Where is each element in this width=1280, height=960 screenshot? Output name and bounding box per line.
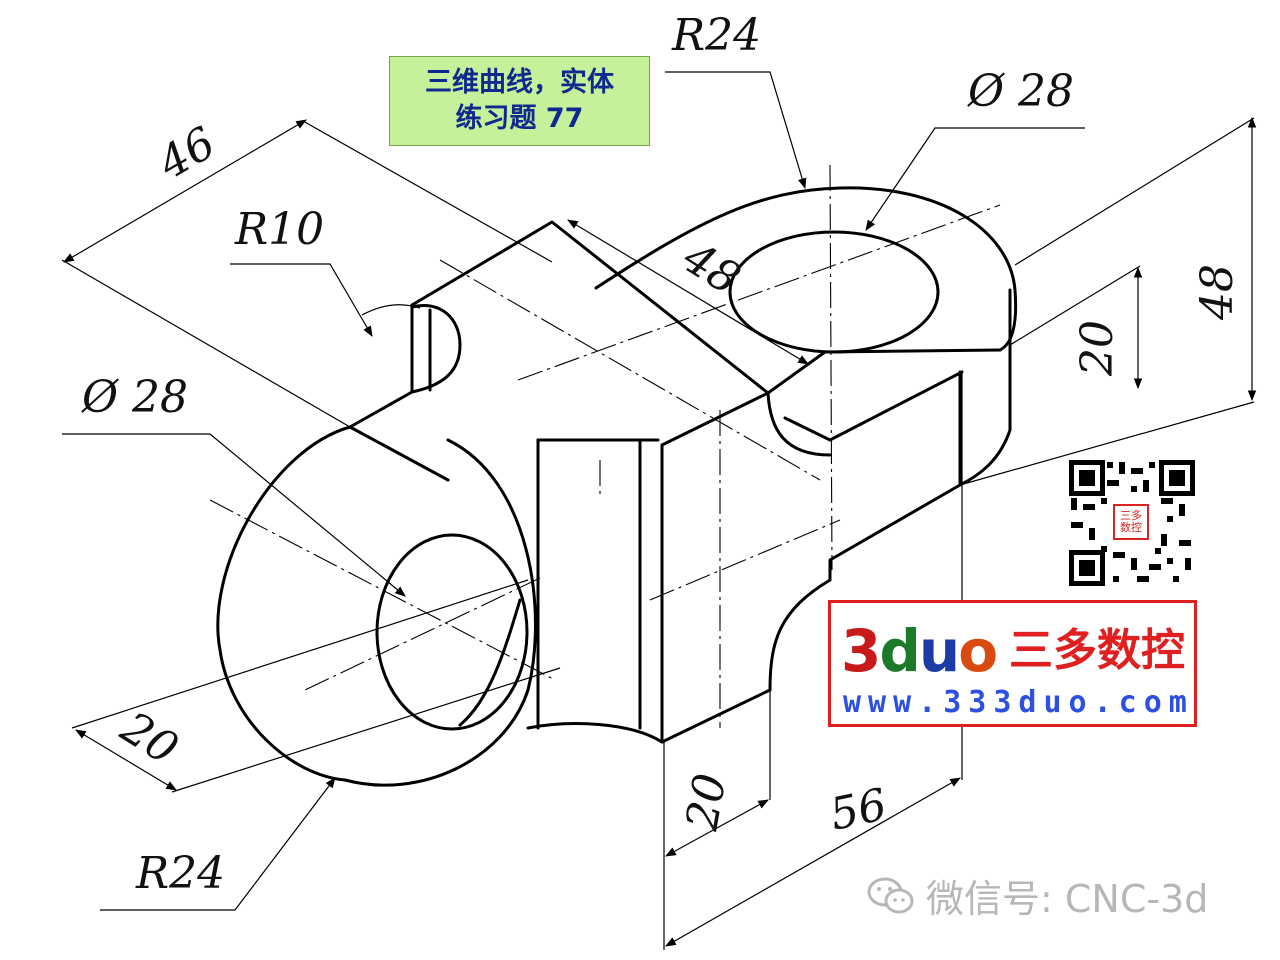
part-outline [216, 186, 1018, 787]
block-side-bottom [660, 688, 772, 744]
qr-code: 三多 数控 [1067, 458, 1197, 588]
wechat-id-text: 微信号: CNC-3d [926, 877, 1209, 921]
brand-url: www.333duo.com [843, 685, 1194, 720]
exercise-title-line2: 练习题 77 [455, 103, 584, 134]
qr-center-logo: 三多 数控 [1113, 504, 1149, 540]
left-boss-front-face-arc [343, 438, 537, 787]
qr-finder-bottom-left [1069, 550, 1105, 586]
dim-48-top: 48 [673, 232, 748, 305]
dim-r24-top: R24 [671, 10, 761, 61]
wechat-icon [867, 877, 914, 913]
dim-r24-bottom: R24 [135, 848, 225, 899]
dim-20-bottom: 20 [676, 770, 736, 835]
dim-r10: R10 [234, 204, 324, 255]
brand-name: 三多数控 [1009, 625, 1185, 676]
dim-dia28-top: Ø 28 [967, 66, 1074, 117]
dim-20-right: 20 [1072, 320, 1123, 377]
qr-finder-top-left [1069, 460, 1105, 496]
brand-banner: 3duo 三多数控 www.333duo.com [828, 600, 1197, 727]
right-boss-cut-top [766, 348, 1002, 395]
brand-logo: 3duo [841, 617, 998, 685]
exercise-title-box: 三维曲线，实体 练习题 77 [389, 56, 650, 146]
qr-center-line2: 数控 [1120, 521, 1142, 534]
right-boss-side [958, 288, 1012, 487]
right-boss-bottom [828, 483, 962, 582]
dim-46: 46 [149, 117, 224, 190]
exercise-title-line1: 三维曲线，实体 [425, 67, 614, 98]
r10-notch [410, 304, 462, 394]
qr-center-line1: 三多 [1120, 509, 1142, 522]
wechat-watermark: 微信号: CNC-3d [866, 868, 1208, 923]
left-boss-top-edge [348, 425, 450, 482]
dimension-lines [61, 71, 1257, 950]
qr-finder-top-right [1159, 460, 1195, 496]
right-boss-cut-edge [783, 370, 964, 442]
left-hole-inner-edge [458, 598, 522, 727]
block-web-top [348, 390, 414, 429]
right-boss-top-arc [594, 186, 1018, 352]
dim-48-right: 48 [1192, 264, 1243, 321]
left-hole [375, 533, 529, 731]
block-front-bottom-curve [526, 722, 664, 744]
dim-20-left: 20 [111, 702, 186, 775]
dim-dia28-left: Ø 28 [81, 372, 188, 423]
right-boss-cut-arc [766, 391, 832, 457]
dim-56: 56 [826, 779, 891, 841]
qr-pattern [1071, 462, 1191, 582]
left-boss-outer-arc [216, 425, 352, 782]
block-side-curve [768, 578, 832, 692]
